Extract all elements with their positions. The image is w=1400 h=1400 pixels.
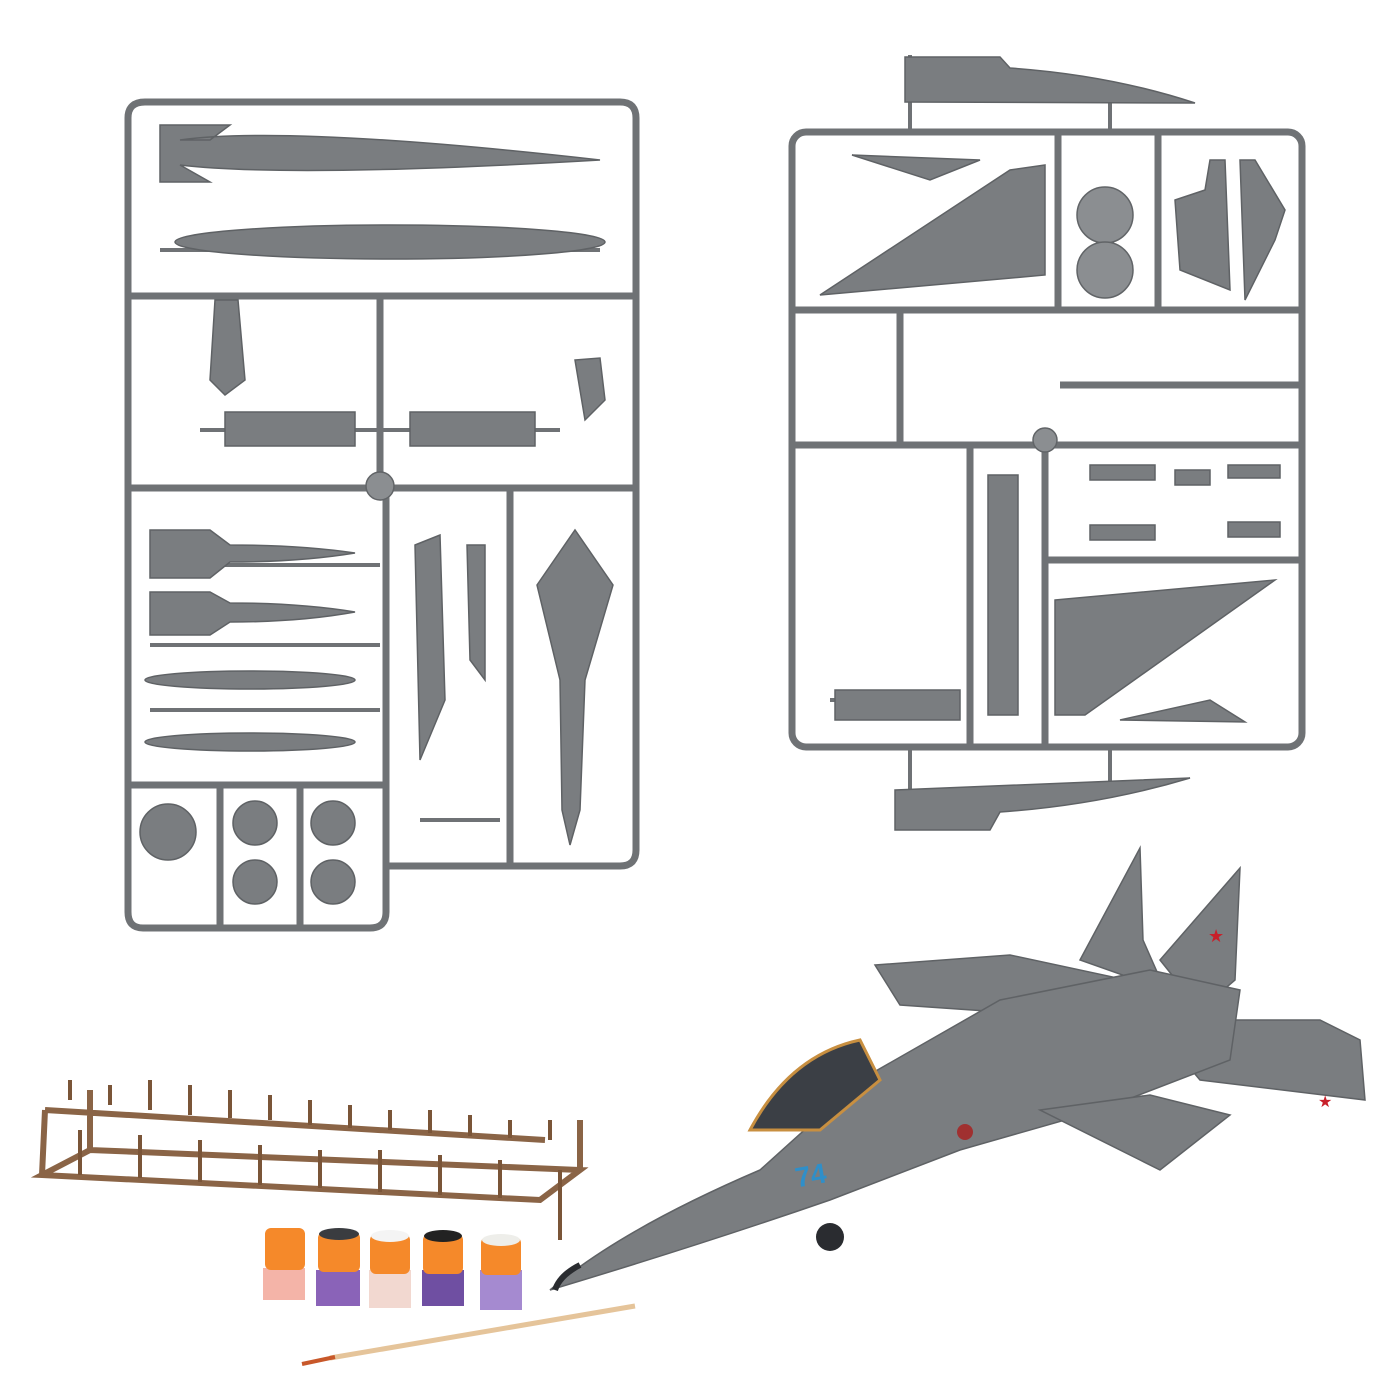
parts-drying-rack xyxy=(30,1080,589,1240)
paint-brush xyxy=(301,1303,636,1366)
right-sprue-parts xyxy=(819,56,1286,831)
star-insignia-icon: ★ xyxy=(1208,926,1224,946)
paint-jar xyxy=(369,1230,411,1308)
tail-number: 74 xyxy=(793,1157,829,1193)
left-sprue-parts xyxy=(139,124,614,905)
paint-jar xyxy=(422,1230,464,1306)
paint-jar xyxy=(316,1228,360,1306)
emblem xyxy=(957,1124,973,1140)
paint-jar xyxy=(480,1234,522,1310)
left-sprue-frame xyxy=(124,98,640,932)
paint-jar xyxy=(263,1228,305,1300)
star-insignia-icon: ★ xyxy=(1318,1094,1332,1111)
assembled-aircraft-model: 74 ★ ★ xyxy=(549,845,1366,1292)
paint-jars xyxy=(263,1228,522,1310)
